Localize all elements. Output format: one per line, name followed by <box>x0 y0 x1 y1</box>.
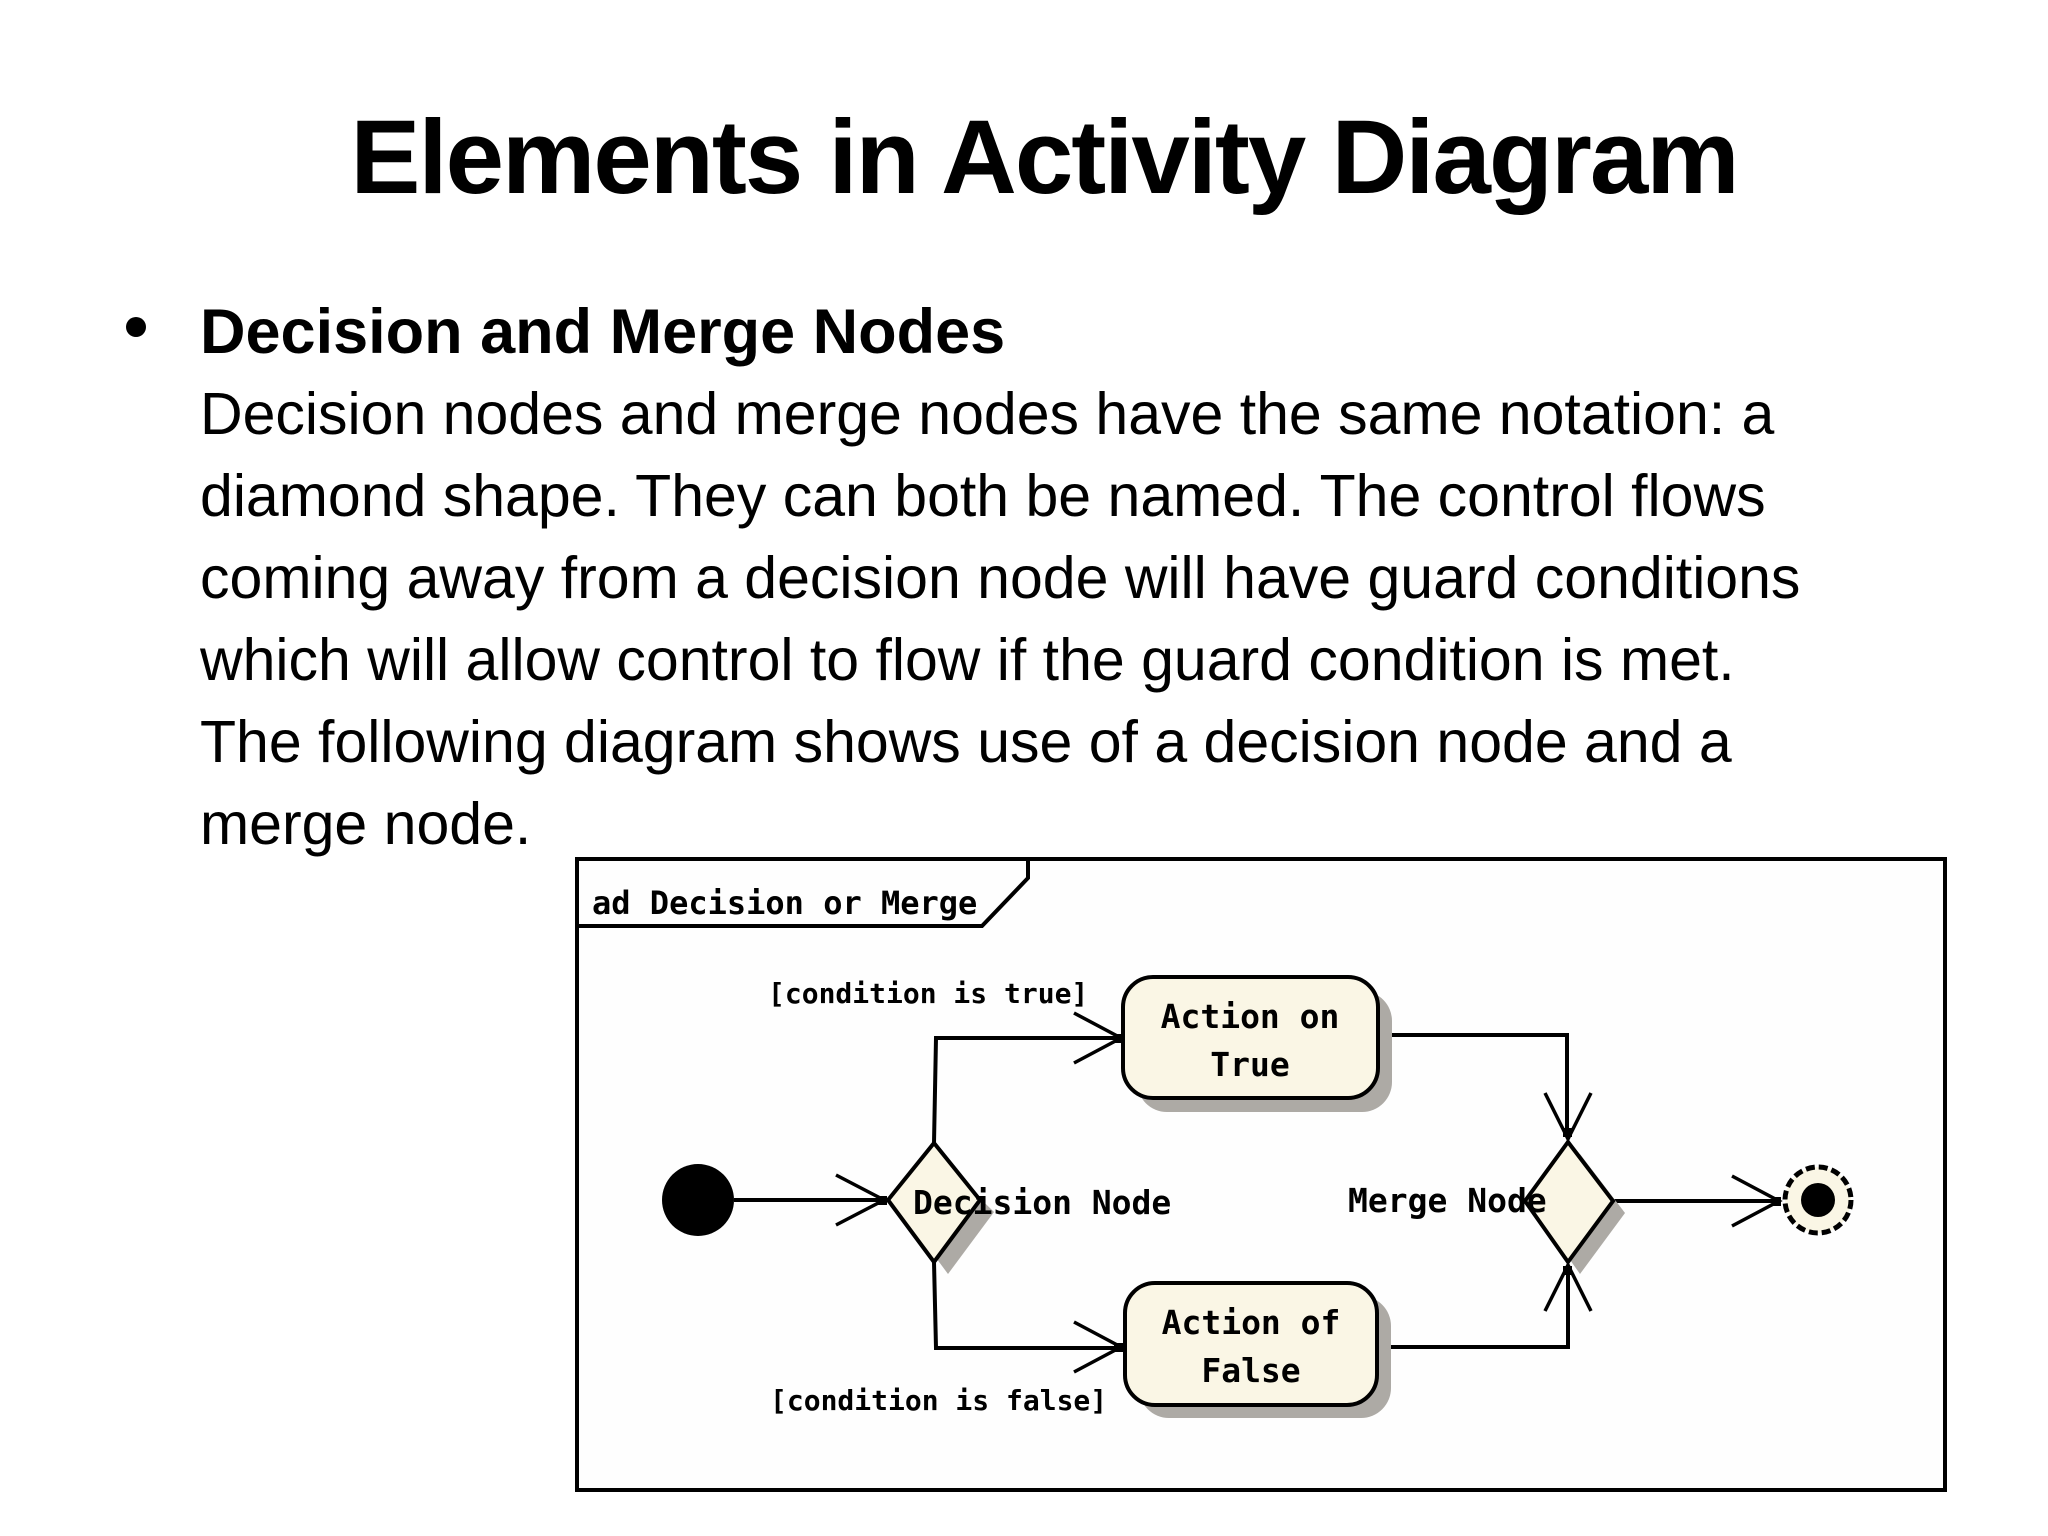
action-on-true-node <box>1121 975 1380 1100</box>
body-line: which will allow control to flow if the … <box>200 627 1735 693</box>
arrowhead-into-final <box>1731 1174 1783 1228</box>
decision-node-label: Decision Node <box>913 1183 1171 1222</box>
action-on-true-label-line2: True <box>1210 1045 1289 1084</box>
action-of-false-label-line2: False <box>1201 1351 1300 1390</box>
initial-node <box>662 1164 734 1236</box>
frame-tab-label: ad Decision or Merge <box>592 884 977 922</box>
bullet-heading: Decision and Merge Nodes <box>200 297 1006 367</box>
edge-action-false-to-merge <box>1377 1268 1570 1349</box>
edge-decision-to-action-false <box>932 1261 1118 1350</box>
body-line: diamond shape. They can both be named. T… <box>200 463 1766 529</box>
body-line: coming away from a decision node will ha… <box>200 545 1801 611</box>
merge-node <box>1522 1138 1616 1266</box>
guard-false-label: [condition is false] <box>770 1384 1107 1417</box>
edge-decision-to-action-true <box>932 1036 1118 1144</box>
bullet-text-block: Decision and Merge Nodes Decision nodes … <box>200 291 1800 865</box>
arrowhead-into-decision <box>835 1173 888 1227</box>
action-of-false-node <box>1123 1281 1379 1407</box>
action-on-true-label-line1: Action on <box>1161 997 1340 1036</box>
activity-diagram-image: ad Decision or Merge <box>575 857 1947 1492</box>
body-line: merge node. <box>200 791 532 857</box>
merge-node-label: Merge Node <box>1348 1181 1547 1220</box>
decision-node <box>885 1139 983 1266</box>
diagram-frame-tab <box>575 857 1030 928</box>
action-of-false-label-line1: Action of <box>1162 1303 1341 1342</box>
edge-action-true-to-merge <box>1378 1033 1569 1136</box>
slide-title: Elements in Activity Diagram <box>350 99 1739 216</box>
body-line: Decision nodes and merge nodes have the … <box>200 381 1775 447</box>
guard-true-label: [condition is true] <box>768 977 1088 1010</box>
body-line: The following diagram shows use of a dec… <box>200 709 1732 775</box>
final-node <box>1782 1164 1854 1236</box>
arrowhead-into-action-false <box>1073 1320 1125 1374</box>
bullet-dot <box>126 317 146 337</box>
